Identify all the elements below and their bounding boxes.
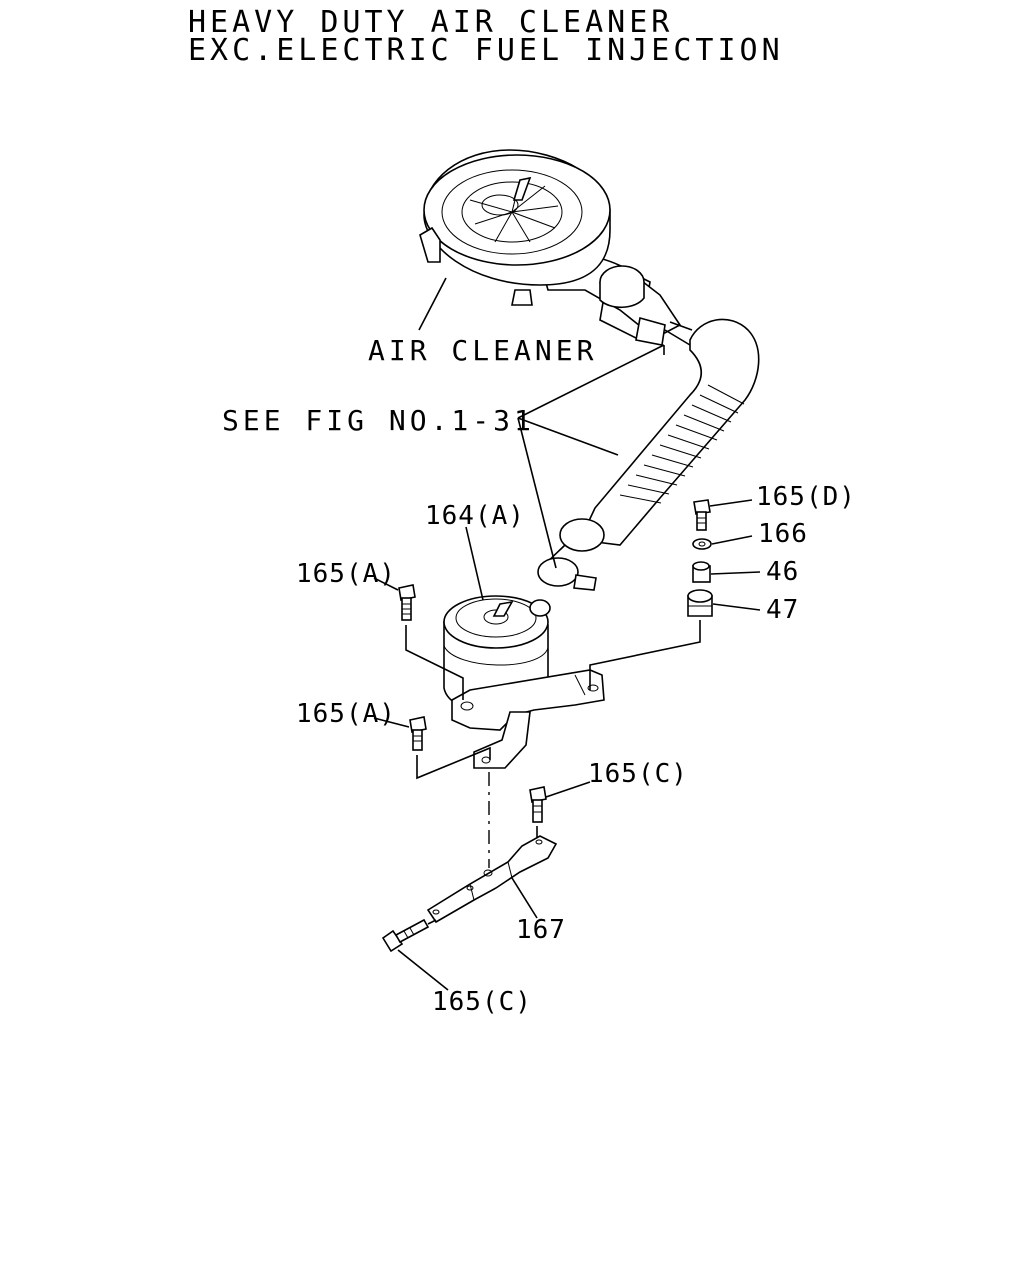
- air-cleaner-label: AIR CLEANER: [368, 334, 597, 367]
- bolt-165c-upper: [529, 786, 547, 840]
- collar-46: [692, 561, 711, 583]
- leader-165c-lower: [397, 949, 449, 991]
- leader-166: [711, 535, 753, 545]
- intake-hose: [537, 318, 760, 591]
- tank-bracket: [451, 669, 605, 769]
- label-167: 167: [516, 915, 566, 945]
- washer-166: [692, 538, 712, 550]
- label-165c-lower: 165(C): [432, 987, 532, 1017]
- label-164a: 164(A): [425, 501, 525, 531]
- bolt-165d: [693, 499, 711, 531]
- air-cleaner-leader: [418, 277, 447, 331]
- title-line-2: EXC.ELECTRIC FUEL INJECTION: [188, 33, 784, 68]
- leader-165a-lower: [373, 717, 410, 728]
- label-46: 46: [766, 557, 799, 587]
- see-fig-leader: [517, 344, 665, 569]
- leader-167: [511, 877, 538, 919]
- leader-47: [712, 603, 761, 611]
- bolt-165a-lower: [409, 716, 491, 780]
- grommet-47: [687, 589, 713, 617]
- label-47: 47: [766, 595, 799, 625]
- title-line-1: HEAVY DUTY AIR CLEANER: [188, 5, 673, 40]
- leader-165a-upper: [373, 577, 399, 591]
- label-165d: 165(D): [756, 482, 856, 512]
- see-fig-label: SEE FIG NO.1-31: [222, 404, 535, 437]
- label-165a-lower: 165(A): [296, 699, 396, 729]
- leader-165d: [709, 499, 753, 507]
- bracket-167: [426, 835, 558, 924]
- air-cleaner-assembly: [419, 149, 682, 346]
- label-165a-upper: 165(A): [296, 559, 396, 589]
- bolt-165a-upper: [398, 584, 464, 700]
- leader-46: [710, 571, 761, 575]
- label-166: 166: [758, 519, 808, 549]
- stack-alignment-line: [589, 620, 701, 690]
- label-165c-upper: 165(C): [588, 759, 688, 789]
- bolt-165c-lower: [381, 918, 437, 953]
- leader-164a: [465, 526, 484, 601]
- leader-165c-upper: [545, 781, 591, 798]
